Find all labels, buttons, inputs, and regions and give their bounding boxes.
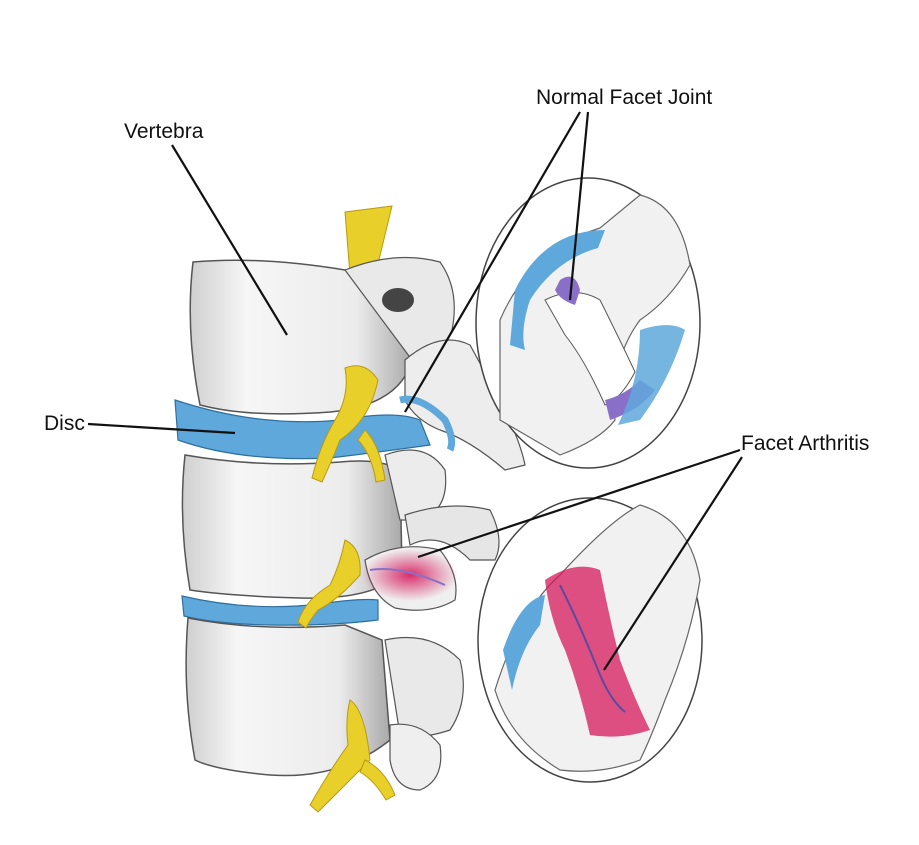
- lower-disc: [181, 595, 379, 626]
- vertebra-label: Vertebra: [124, 120, 204, 143]
- disc-leader: [87, 422, 236, 435]
- lower-vertebra: [185, 617, 464, 791]
- magnified-arthritic-joint: [477, 497, 703, 783]
- normal-facet-joint-label: Normal Facet Joint: [536, 86, 713, 109]
- leader-lines: [87, 111, 743, 671]
- facet-arthritis-label: Facet Arthritis: [741, 432, 870, 455]
- nerve-roots: [297, 365, 396, 813]
- arthritis-leader-2: [603, 456, 743, 671]
- normal-joint-leader-2: [568, 111, 590, 301]
- arthritic-facet: [362, 546, 458, 611]
- vertebra-leader: [171, 144, 288, 336]
- disc-label: Disc: [44, 412, 85, 435]
- magnified-normal-joint: [475, 177, 701, 469]
- upper-facet-process: [404, 339, 526, 471]
- normal-joint-leader-1: [404, 111, 581, 413]
- arthritis-leader-1: [417, 448, 741, 559]
